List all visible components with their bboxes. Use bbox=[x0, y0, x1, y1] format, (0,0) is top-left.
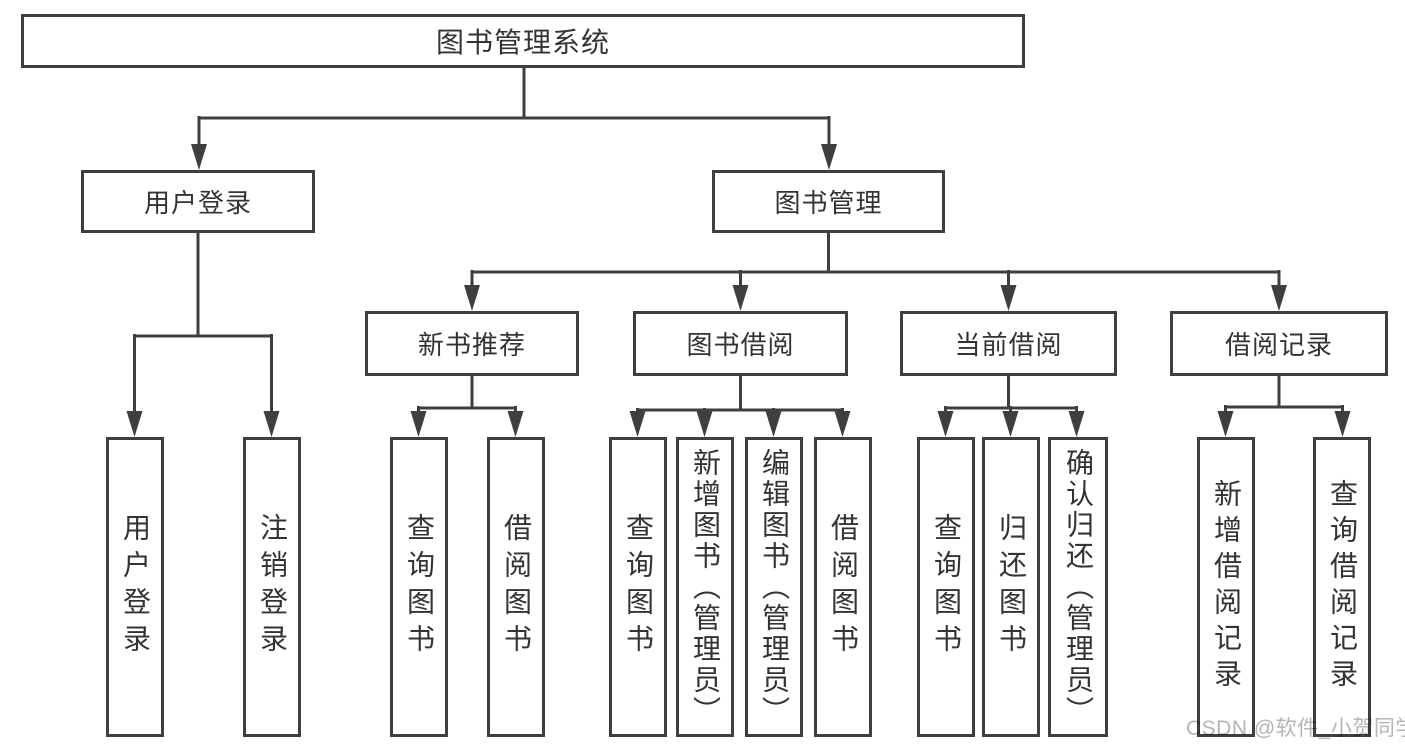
arrowhead bbox=[765, 411, 782, 437]
arrowhead bbox=[821, 144, 837, 170]
node-leaf-query-books-2-label: 查询图书 bbox=[623, 513, 654, 661]
node-leaf-logout-label: 注销登录 bbox=[257, 513, 288, 661]
node-leaf-return-books-label: 归还图书 bbox=[996, 513, 1027, 661]
connector-new-book-branch bbox=[410, 374, 524, 437]
node-leaf-borrow-books-1-label: 借阅图书 bbox=[501, 513, 532, 661]
node-leaf-user-login: 用户登录 bbox=[106, 437, 164, 737]
arrowhead bbox=[507, 411, 524, 437]
connector-user-login-branch-lines bbox=[133, 231, 273, 415]
node-leaf-confirm-return-admin: 确认归还（管理员） bbox=[1048, 437, 1108, 737]
node-leaf-logout: 注销登录 bbox=[243, 437, 301, 737]
node-book-borrow: 图书借阅 bbox=[633, 311, 848, 376]
node-leaf-add-borrow-record: 新增借阅记录 bbox=[1197, 437, 1255, 737]
node-leaf-confirm-return-admin-label: 确认归还（管理员） bbox=[1063, 447, 1094, 727]
arrowhead bbox=[1271, 285, 1287, 311]
watermark: CSDN @软件_小贺同学 bbox=[1186, 717, 1405, 740]
arrowhead bbox=[937, 411, 954, 437]
node-root: 图书管理系统 bbox=[21, 14, 1025, 68]
node-leaf-user-login-label: 用户登录 bbox=[120, 513, 151, 661]
arrowhead bbox=[1000, 285, 1017, 311]
node-new-book-recommend-label: 新书推荐 bbox=[417, 330, 526, 360]
connector-book-mgmt-branch-lines bbox=[470, 231, 1281, 288]
arrowhead bbox=[1002, 411, 1019, 437]
arrowhead bbox=[464, 285, 480, 311]
arrowhead bbox=[629, 411, 646, 437]
node-book-mgmt-branch-label: 图书管理 bbox=[774, 188, 883, 218]
connector-book-mgmt-branch bbox=[464, 231, 1287, 311]
node-leaf-borrow-books-2: 借阅图书 bbox=[814, 437, 872, 737]
connector-root-branch bbox=[191, 65, 837, 170]
node-user-login-branch-label: 用户登录 bbox=[143, 188, 252, 218]
connector-current-borrow-branch-lines bbox=[944, 374, 1078, 414]
node-user-login-branch: 用户登录 bbox=[81, 170, 315, 233]
arrowhead bbox=[410, 411, 427, 437]
node-borrow-record-label: 借阅记录 bbox=[1224, 330, 1333, 360]
node-leaf-borrow-books-1: 借阅图书 bbox=[487, 437, 545, 737]
node-leaf-edit-books-admin: 编辑图书（管理员） bbox=[745, 437, 803, 737]
connector-current-borrow-branch bbox=[937, 374, 1085, 437]
arrowhead bbox=[732, 285, 749, 311]
arrowhead bbox=[696, 411, 713, 437]
connector-borrow-record-branch bbox=[1217, 374, 1351, 437]
node-new-book-recommend: 新书推荐 bbox=[365, 311, 579, 376]
node-leaf-add-books-admin-label: 新增图书（管理员） bbox=[690, 447, 721, 727]
node-book-mgmt-branch: 图书管理 bbox=[712, 170, 945, 233]
arrowhead bbox=[1068, 411, 1085, 437]
connector-book-borrow-branch bbox=[629, 374, 851, 437]
arrowhead bbox=[1334, 411, 1351, 437]
connector-borrow-record-branch-lines bbox=[1224, 374, 1344, 414]
node-leaf-edit-books-admin-label: 编辑图书（管理员） bbox=[759, 447, 790, 727]
node-borrow-record: 借阅记录 bbox=[1170, 311, 1388, 376]
node-leaf-query-books-1: 查询图书 bbox=[390, 437, 448, 737]
node-current-borrow: 当前借阅 bbox=[900, 311, 1117, 376]
node-leaf-query-books-2: 查询图书 bbox=[609, 437, 667, 737]
arrowhead bbox=[191, 144, 207, 170]
node-current-borrow-label: 当前借阅 bbox=[954, 330, 1063, 360]
node-leaf-borrow-books-2-label: 借阅图书 bbox=[828, 513, 859, 661]
node-leaf-query-borrow-record: 查询借阅记录 bbox=[1313, 437, 1371, 737]
node-leaf-add-borrow-record-label: 新增借阅记录 bbox=[1211, 479, 1242, 695]
node-leaf-return-books: 归还图书 bbox=[982, 437, 1040, 737]
arrowhead bbox=[1217, 411, 1234, 437]
arrowhead bbox=[126, 411, 143, 437]
node-leaf-query-books-1-label: 查询图书 bbox=[404, 513, 435, 661]
connector-book-borrow-branch-lines bbox=[636, 374, 844, 414]
arrowhead bbox=[834, 411, 851, 437]
node-leaf-query-borrow-record-label: 查询借阅记录 bbox=[1327, 479, 1358, 695]
connector-root-branch-lines bbox=[197, 65, 831, 148]
node-leaf-query-books-3: 查询图书 bbox=[917, 437, 975, 737]
arrowhead bbox=[263, 411, 280, 437]
node-leaf-query-books-3-label: 查询图书 bbox=[931, 513, 962, 661]
node-root-label: 图书管理系统 bbox=[435, 27, 610, 58]
connector-user-login-branch bbox=[126, 231, 280, 437]
node-book-borrow-label: 图书借阅 bbox=[686, 330, 795, 360]
connector-new-book-branch-lines bbox=[417, 374, 517, 414]
node-leaf-add-books-admin: 新增图书（管理员） bbox=[676, 437, 734, 737]
